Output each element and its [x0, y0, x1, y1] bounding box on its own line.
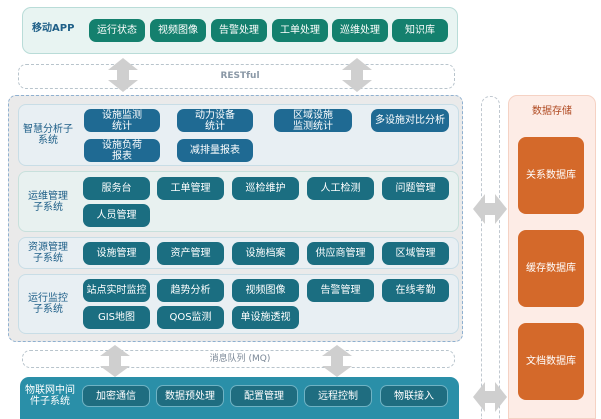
app-item-alarm[interactable]: 告警处理: [211, 19, 267, 42]
ops-item-service-desk[interactable]: 服务台: [83, 177, 150, 200]
monitor-subsystem-label: 运行监控 子系统: [28, 293, 68, 315]
app-item-video[interactable]: 视频图像: [150, 19, 206, 42]
resource-subsystem-label: 资源管理 子系统: [28, 242, 68, 264]
storage-document-db[interactable]: 文档数据库: [518, 323, 584, 400]
resource-item-asset[interactable]: 资产管理: [157, 242, 224, 265]
analysis-item-load-report[interactable]: 设施负荷 报表: [84, 139, 160, 162]
app-item-run-status[interactable]: 运行状态: [89, 19, 145, 42]
monitor-item-realtime[interactable]: 站点实时监控: [83, 279, 150, 302]
analysis-item-multi-compare[interactable]: 多设施对比分析: [371, 109, 449, 132]
monitor-item-trend[interactable]: 趋势分析: [157, 279, 224, 302]
storage-arrow-lower: [473, 382, 507, 412]
mq-arrow-left: [100, 345, 130, 377]
restful-arrow-right: [342, 58, 372, 92]
resource-item-archive[interactable]: 设施档案: [232, 242, 299, 265]
storage-cache-db[interactable]: 缓存数据库: [518, 230, 584, 307]
restful-bar: [18, 64, 455, 89]
mq-label: 消息队列 (MQ): [209, 354, 271, 364]
storage-label: 数据存储: [532, 106, 572, 117]
analysis-item-power-equipment[interactable]: 动力设备 统计: [177, 109, 253, 132]
analysis-item-region-monitor[interactable]: 区域设施 监测统计: [274, 109, 352, 132]
iot-item-encryption[interactable]: 加密通信: [82, 385, 150, 407]
restful-arrow-left: [108, 58, 138, 92]
resource-item-region[interactable]: 区域管理: [382, 242, 449, 265]
analysis-item-emission-report[interactable]: 减排量报表: [177, 139, 253, 162]
storage-channel: [481, 96, 500, 419]
ops-item-inspection[interactable]: 巡检维护: [232, 177, 299, 200]
monitor-item-video[interactable]: 视频图像: [232, 279, 299, 302]
ops-item-workorder[interactable]: 工单管理: [157, 177, 224, 200]
resource-item-facility[interactable]: 设施管理: [83, 242, 150, 265]
storage-relational-db[interactable]: 关系数据库: [518, 137, 584, 214]
ops-item-manual-check[interactable]: 人工检测: [307, 177, 374, 200]
resource-item-supplier[interactable]: 供应商管理: [307, 242, 374, 265]
monitor-item-attendance[interactable]: 在线考勤: [382, 279, 449, 302]
iot-item-access[interactable]: 物联接入: [380, 385, 448, 407]
mobile-app-label: 移动APP: [32, 23, 75, 34]
app-item-workorder[interactable]: 工单处理: [272, 19, 328, 42]
monitor-item-qos[interactable]: QOS监测: [157, 306, 224, 329]
analysis-item-facility-monitor[interactable]: 设施监测 统计: [84, 109, 160, 132]
ops-item-personnel[interactable]: 人员管理: [83, 204, 150, 227]
restful-label: RESTful: [220, 71, 260, 81]
app-item-knowledge[interactable]: 知识库: [392, 19, 448, 42]
monitor-item-alarm[interactable]: 告警管理: [307, 279, 374, 302]
iot-item-remote-control[interactable]: 远程控制: [304, 385, 372, 407]
analysis-subsystem-label: 智慧分析子 系统: [23, 124, 73, 146]
iot-subsystem-label: 物联网中间 件子系统: [25, 385, 75, 407]
ops-item-problem[interactable]: 问题管理: [382, 177, 449, 200]
monitor-item-single-facility[interactable]: 单设施透视: [232, 306, 299, 329]
app-item-patrol[interactable]: 巡维处理: [332, 19, 388, 42]
monitor-item-gis[interactable]: GIS地图: [83, 306, 150, 329]
iot-item-preprocess[interactable]: 数据预处理: [156, 385, 224, 407]
ops-subsystem-label: 运维管理 子系统: [28, 191, 68, 213]
mq-arrow-right: [322, 345, 352, 377]
iot-item-config[interactable]: 配置管理: [230, 385, 298, 407]
storage-arrow-upper: [473, 194, 507, 224]
